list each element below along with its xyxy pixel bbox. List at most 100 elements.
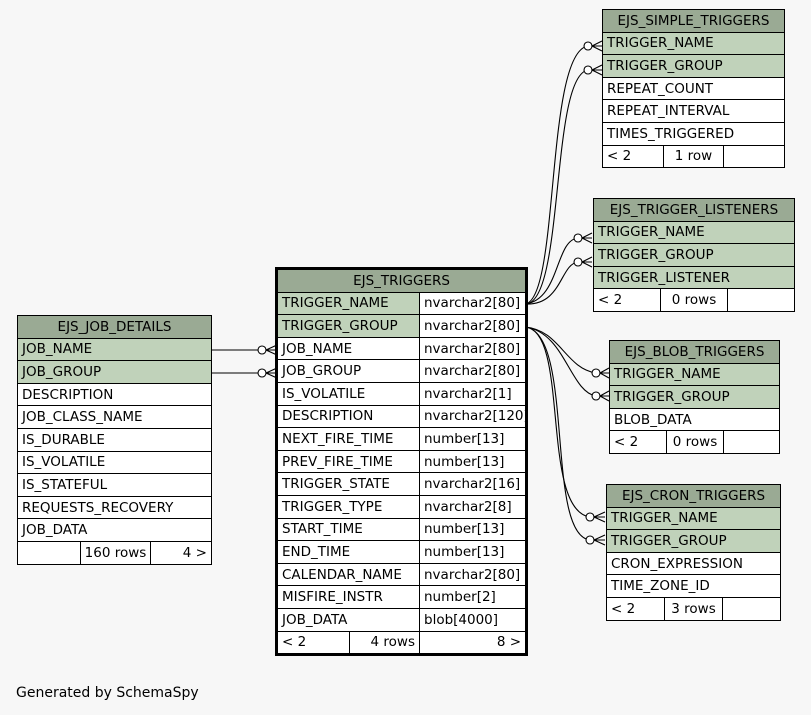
column-name[interactable]: PREV_FIRE_TIME xyxy=(277,449,420,474)
marker-circle xyxy=(585,535,595,545)
column-row[interactable]: TIME_ZONE_ID xyxy=(605,574,782,598)
link-listeners-trigger-group xyxy=(524,261,579,305)
column-type: number[13] xyxy=(418,540,527,564)
marker-circle xyxy=(257,345,267,355)
crowfoot-icon xyxy=(599,390,610,402)
column-row[interactable]: TIMES_TRIGGERED xyxy=(601,121,786,146)
column-name[interactable]: TRIGGER_TYPE xyxy=(277,494,420,519)
table-title[interactable]: EJS_CRON_TRIGGERS xyxy=(605,484,782,508)
column-name[interactable]: TRIGGER_STATE xyxy=(277,472,420,496)
column-name[interactable]: START_TIME xyxy=(277,517,420,542)
column-name[interactable]: JOB_NAME xyxy=(277,336,420,361)
column-row[interactable]: REQUESTS_RECOVERY xyxy=(17,495,212,520)
column-name[interactable]: JOB_GROUP xyxy=(277,359,420,383)
column-row[interactable]: JOB_NAME xyxy=(17,337,212,362)
column-row[interactable]: REPEAT_INTERVAL xyxy=(601,99,786,123)
child-count: 4 > xyxy=(150,540,212,565)
marker-circle xyxy=(585,512,595,522)
crowfoot-icon xyxy=(591,64,603,76)
marker-circle xyxy=(591,368,601,378)
row-count: 0 rows xyxy=(666,430,724,454)
column-row[interactable]: DESCRIPTION xyxy=(17,382,212,407)
link-listeners-trigger-name xyxy=(524,237,579,305)
column-name[interactable]: NEXT_FIRE_TIME xyxy=(277,427,420,451)
column-row[interactable]: JOB_GROUP xyxy=(17,360,212,384)
column-row[interactable]: TRIGGER_GROUP xyxy=(608,385,781,409)
crowfoot-icon xyxy=(599,367,610,379)
table-ejs-trigger-listeners[interactable]: EJS_TRIGGER_LISTENERS TRIGGER_NAME TRIGG… xyxy=(593,198,795,312)
column-row[interactable]: TRIGGER_GROUP xyxy=(605,529,782,553)
column-row[interactable]: IS_VOLATILE xyxy=(17,450,212,475)
child-count xyxy=(721,596,782,621)
crowfoot-icon xyxy=(591,40,603,52)
parent-count: < 2 xyxy=(277,630,350,655)
table-ejs-blob-triggers[interactable]: EJS_BLOB_TRIGGERS TRIGGER_NAME TRIGGER_G… xyxy=(608,340,781,454)
child-count xyxy=(722,430,781,454)
column-row[interactable]: IS_STATEFUL xyxy=(17,473,212,497)
table-ejs-cron-triggers[interactable]: EJS_CRON_TRIGGERS TRIGGER_NAME TRIGGER_G… xyxy=(605,484,782,621)
column-name[interactable]: TRIGGER_GROUP xyxy=(277,314,420,338)
column-row[interactable]: TRIGGER_NAME xyxy=(593,220,795,245)
column-name[interactable]: MISFIRE_INSTR xyxy=(277,585,420,609)
marker-circle xyxy=(583,65,593,75)
table-title[interactable]: EJS_BLOB_TRIGGERS xyxy=(608,340,781,364)
marker-circle xyxy=(573,257,583,267)
column-name[interactable]: END_TIME xyxy=(277,540,420,564)
crowfoot-icon xyxy=(581,256,593,268)
column-row[interactable]: JOB_DATA xyxy=(17,518,212,542)
crowfoot-icon xyxy=(593,534,606,546)
column-row[interactable]: TRIGGER_NAME xyxy=(605,506,782,531)
table-ejs-job-details[interactable]: EJS_JOB_DETAILS JOB_NAME JOB_GROUP DESCR… xyxy=(17,315,212,565)
row-count: 0 rows xyxy=(660,288,728,312)
column-name[interactable]: CALENDAR_NAME xyxy=(277,562,420,587)
crowfoot-icon xyxy=(265,344,278,356)
column-type: nvarchar2[80] xyxy=(418,562,527,587)
parent-count: < 2 xyxy=(602,144,664,169)
column-row[interactable]: CRON_EXPRESSION xyxy=(605,551,782,576)
column-type: number[13] xyxy=(418,449,527,474)
child-count xyxy=(722,144,786,169)
column-row[interactable]: TRIGGER_GROUP xyxy=(593,243,795,267)
generated-by-label: Generated by SchemaSpy xyxy=(16,685,199,701)
column-name[interactable]: IS_VOLATILE xyxy=(277,381,420,406)
link-blob-trigger-name xyxy=(524,326,597,374)
column-row[interactable]: TRIGGER_NAME xyxy=(608,362,781,387)
table-title[interactable]: EJS_TRIGGERS xyxy=(276,269,527,293)
column-row[interactable]: TRIGGER_NAME xyxy=(601,31,786,56)
column-type: nvarchar2[80] xyxy=(418,359,527,383)
column-row[interactable]: TRIGGER_LISTENER xyxy=(593,265,795,290)
column-type: nvarchar2[80] xyxy=(418,314,527,338)
column-row[interactable]: IS_DURABLE xyxy=(17,427,212,452)
column-name[interactable]: JOB_DATA xyxy=(277,607,420,632)
table-title[interactable]: EJS_TRIGGER_LISTENERS xyxy=(593,198,795,222)
column-type: nvarchar2[120] xyxy=(418,404,527,429)
column-type: nvarchar2[16] xyxy=(418,472,527,496)
link-cron-trigger-name xyxy=(524,326,591,518)
column-row[interactable]: BLOB_DATA xyxy=(608,407,781,432)
parent-count xyxy=(17,540,81,565)
row-count: 1 row xyxy=(663,144,724,169)
crowfoot-icon xyxy=(593,511,606,523)
row-count: 160 rows xyxy=(80,540,151,565)
marker-circle xyxy=(257,368,267,378)
link-simple-trigger-name xyxy=(524,45,589,305)
marker-circle xyxy=(591,391,601,401)
child-count: 8 > xyxy=(418,630,527,655)
table-title[interactable]: EJS_JOB_DETAILS xyxy=(17,315,212,339)
column-row[interactable]: TRIGGER_GROUP xyxy=(601,54,786,78)
marker-circle xyxy=(583,41,593,51)
parent-count: < 2 xyxy=(606,596,665,621)
column-type: number[13] xyxy=(418,427,527,451)
link-blob-trigger-group xyxy=(524,326,597,397)
column-name[interactable]: TRIGGER_NAME xyxy=(277,291,420,316)
column-type: nvarchar2[80] xyxy=(418,336,527,361)
table-title[interactable]: EJS_SIMPLE_TRIGGERS xyxy=(601,9,786,33)
column-row[interactable]: JOB_CLASS_NAME xyxy=(17,405,212,429)
crowfoot-icon xyxy=(265,367,278,379)
column-name[interactable]: DESCRIPTION xyxy=(277,404,420,429)
column-type: number[2] xyxy=(418,585,527,609)
column-row[interactable]: REPEAT_COUNT xyxy=(601,76,786,101)
table-ejs-simple-triggers[interactable]: EJS_SIMPLE_TRIGGERS TRIGGER_NAME TRIGGER… xyxy=(601,9,786,169)
